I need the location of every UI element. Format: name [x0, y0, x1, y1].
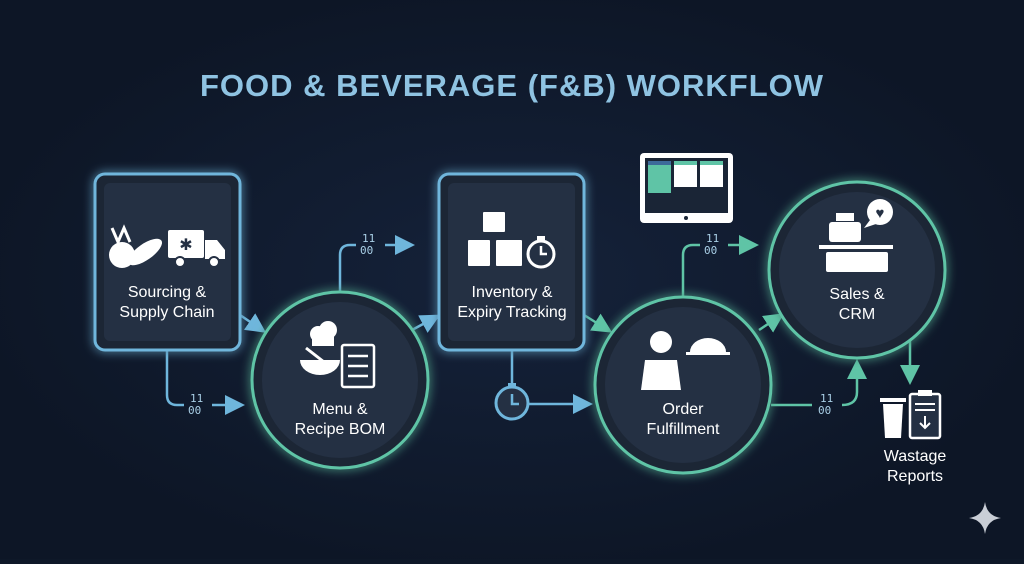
arrow-inventory-order [583, 313, 613, 333]
waiter-icon [641, 331, 730, 390]
svg-text:✱: ✱ [179, 237, 192, 254]
svg-text:11: 11 [820, 392, 833, 405]
arrow-order-sales [758, 313, 785, 333]
svg-text:11: 11 [190, 392, 203, 405]
refrigerated-truck-icon: ✱ [168, 230, 225, 268]
line-order-data [681, 243, 700, 297]
svg-text:00: 00 [818, 404, 831, 417]
boxes-icon [468, 212, 522, 266]
node-label: Wastage [884, 448, 947, 465]
node-sales[interactable]: ♥ Sales & CRM [767, 180, 947, 360]
node-menu[interactable]: Menu & Recipe BOM [250, 290, 430, 470]
node-label: Sourcing & [128, 284, 207, 301]
node-label: Reports [887, 468, 943, 485]
node-label: Inventory & [472, 284, 553, 301]
sparkle-icon [969, 502, 1001, 534]
svg-text:♥: ♥ [876, 205, 885, 222]
node-wastage[interactable]: Wastage Reports [880, 390, 946, 485]
svg-text:11: 11 [706, 232, 719, 245]
svg-text:00: 00 [360, 244, 373, 257]
node-label: Sales & [829, 286, 884, 303]
vegetables-icon [109, 224, 163, 268]
node-label: Fulfillment [647, 421, 720, 438]
svg-text:00: 00 [188, 404, 201, 417]
node-label: Recipe BOM [295, 421, 386, 438]
cash-register-icon [819, 213, 893, 272]
line-sourcing-data [165, 350, 184, 407]
svg-text:00: 00 [704, 244, 717, 257]
arrow-menu-inventory [411, 314, 441, 333]
line-menu-data [338, 243, 356, 292]
node-label: Expiry Tracking [457, 304, 566, 321]
checklist-icon [340, 343, 376, 389]
stopwatch-icon [526, 236, 556, 269]
node-label: Order [663, 401, 705, 418]
tablet-pos-icon [640, 153, 733, 223]
arrow-sourcing-menu [239, 313, 267, 333]
trash-bin-icon [880, 398, 906, 438]
node-label: Supply Chain [119, 304, 214, 321]
node-label: Menu & [312, 401, 367, 418]
arrow-order-sales-data [841, 359, 867, 407]
node-order[interactable]: Order Fulfillment [593, 295, 773, 475]
node-label: CRM [839, 306, 875, 323]
clock-icon [494, 383, 530, 421]
page-title: FOOD & BEVERAGE (F&B) WORKFLOW [200, 68, 824, 103]
node-sourcing[interactable]: ✱ Sourcing & Supply Chain [93, 172, 242, 352]
connectors [165, 235, 920, 415]
node-inventory[interactable]: Inventory & Expiry Tracking [437, 172, 586, 352]
report-clipboard-icon [908, 390, 942, 440]
svg-text:11: 11 [362, 232, 375, 245]
heart-chat-icon: ♥ [864, 199, 893, 228]
chef-mixing-icon [300, 321, 340, 375]
